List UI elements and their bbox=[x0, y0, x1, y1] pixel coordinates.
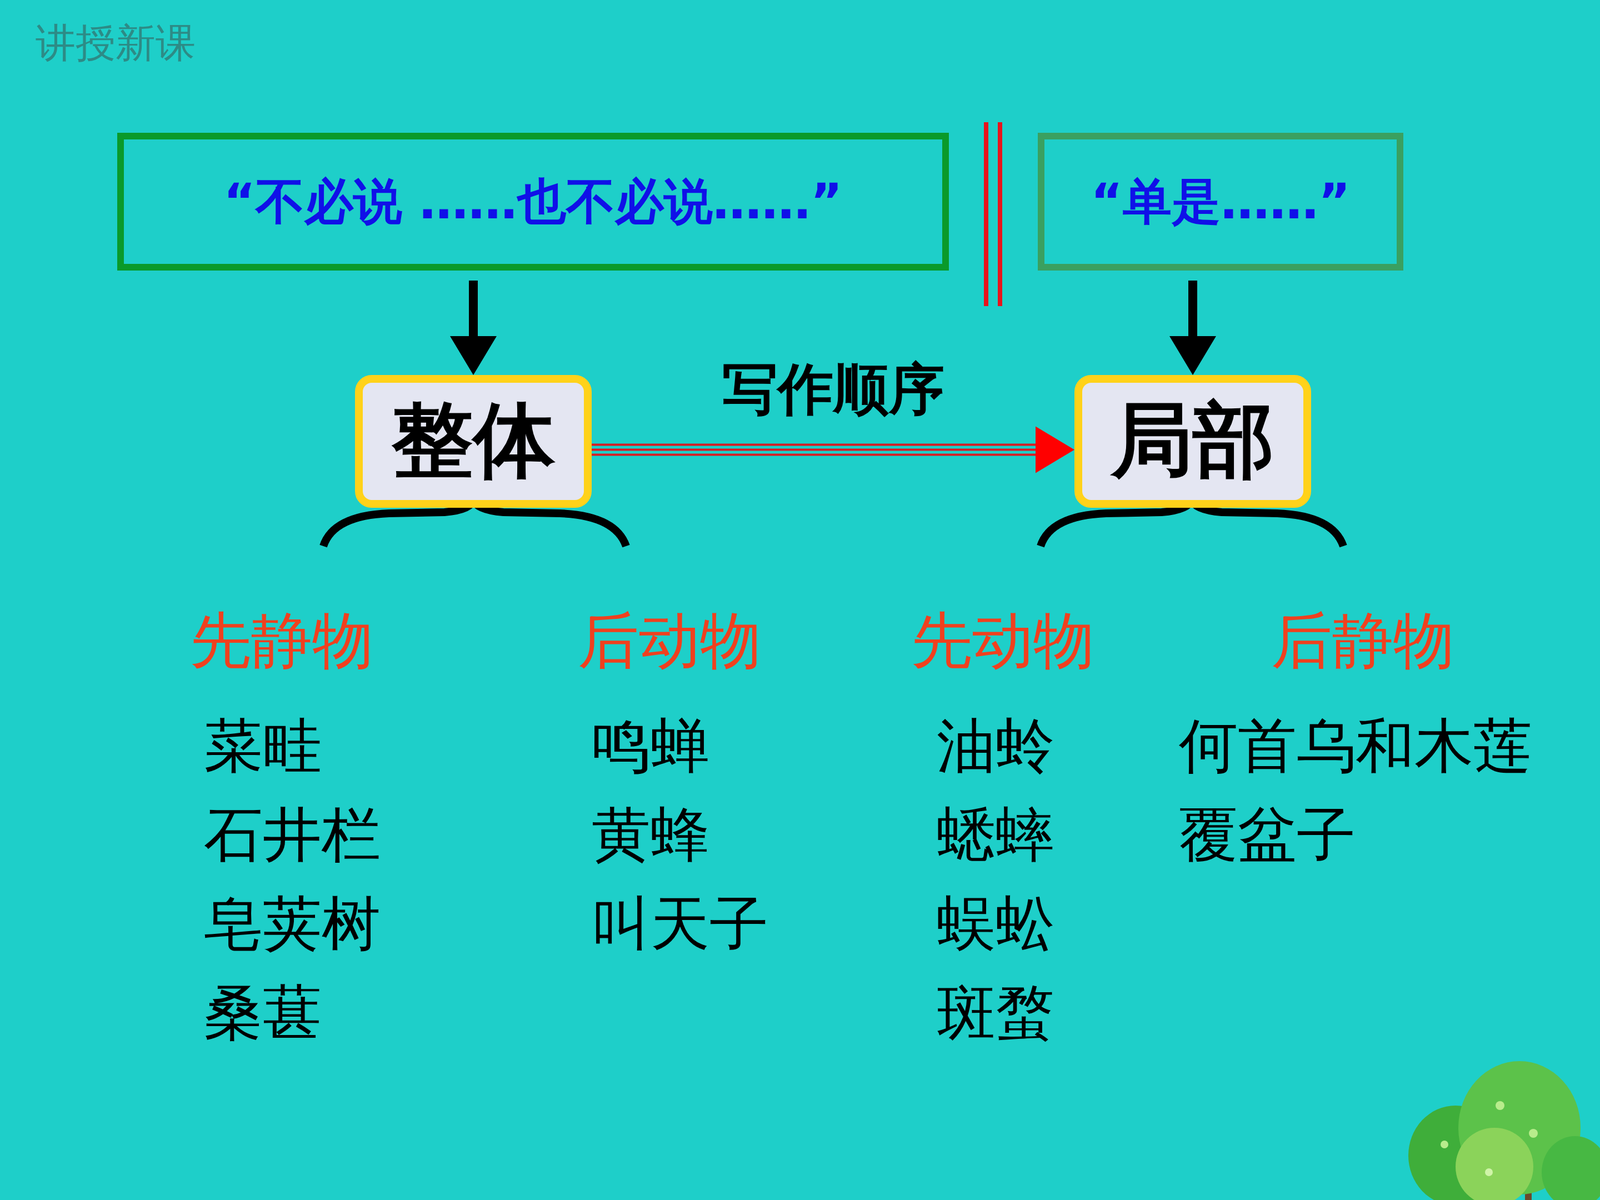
list-item: 石井栏 bbox=[203, 795, 381, 875]
arrow-head bbox=[450, 336, 497, 375]
node-text: 整体 bbox=[391, 386, 555, 497]
category-heading: 先静物 bbox=[190, 600, 374, 683]
edge-label: 写作顺序 bbox=[722, 352, 945, 428]
order-box: 整体 bbox=[355, 375, 592, 508]
list-item: 皂荚树 bbox=[203, 884, 381, 964]
quote-box: “单是……” bbox=[1037, 132, 1404, 271]
connector bbox=[1169, 280, 1217, 375]
list-item: 斑蝥 bbox=[936, 973, 1055, 1053]
arrow-head bbox=[1169, 336, 1217, 375]
category-heading: 后动物 bbox=[577, 600, 762, 683]
list-item: 油蛉 bbox=[936, 706, 1055, 787]
node-text: “不必说 ……也不必说……” bbox=[223, 168, 843, 235]
tree-illustration bbox=[1408, 1061, 1600, 1200]
list-item: 鸣蝉 bbox=[591, 706, 710, 787]
list-item: 菜畦 bbox=[203, 706, 322, 787]
connector-line bbox=[591, 448, 1042, 452]
connector bbox=[450, 280, 497, 375]
list-item: 何首乌和木莲 bbox=[1178, 706, 1533, 787]
section-title: 讲授新课 bbox=[35, 16, 196, 70]
connector-line bbox=[591, 453, 1042, 457]
arrow-head bbox=[1035, 426, 1075, 474]
list-item: 黄蜂 bbox=[591, 795, 710, 875]
quote-box: “不必说 ……也不必说……” bbox=[117, 132, 949, 271]
node-text: “单是……” bbox=[1090, 168, 1351, 235]
list-item: 蟋蟀 bbox=[936, 795, 1055, 875]
connector-line bbox=[591, 443, 1042, 447]
node-text: 局部 bbox=[1111, 386, 1275, 497]
category-heading: 后静物 bbox=[1271, 600, 1455, 683]
list-item: 桑葚 bbox=[203, 973, 322, 1053]
order-box: 局部 bbox=[1074, 375, 1312, 508]
list-item: 叫天子 bbox=[591, 884, 769, 964]
divider-line bbox=[983, 122, 989, 307]
divider-line bbox=[997, 122, 1003, 307]
list-item: 覆盆子 bbox=[1178, 795, 1356, 875]
category-heading: 先动物 bbox=[911, 600, 1095, 683]
connector bbox=[591, 426, 1075, 474]
list-item: 蜈蚣 bbox=[936, 884, 1055, 964]
